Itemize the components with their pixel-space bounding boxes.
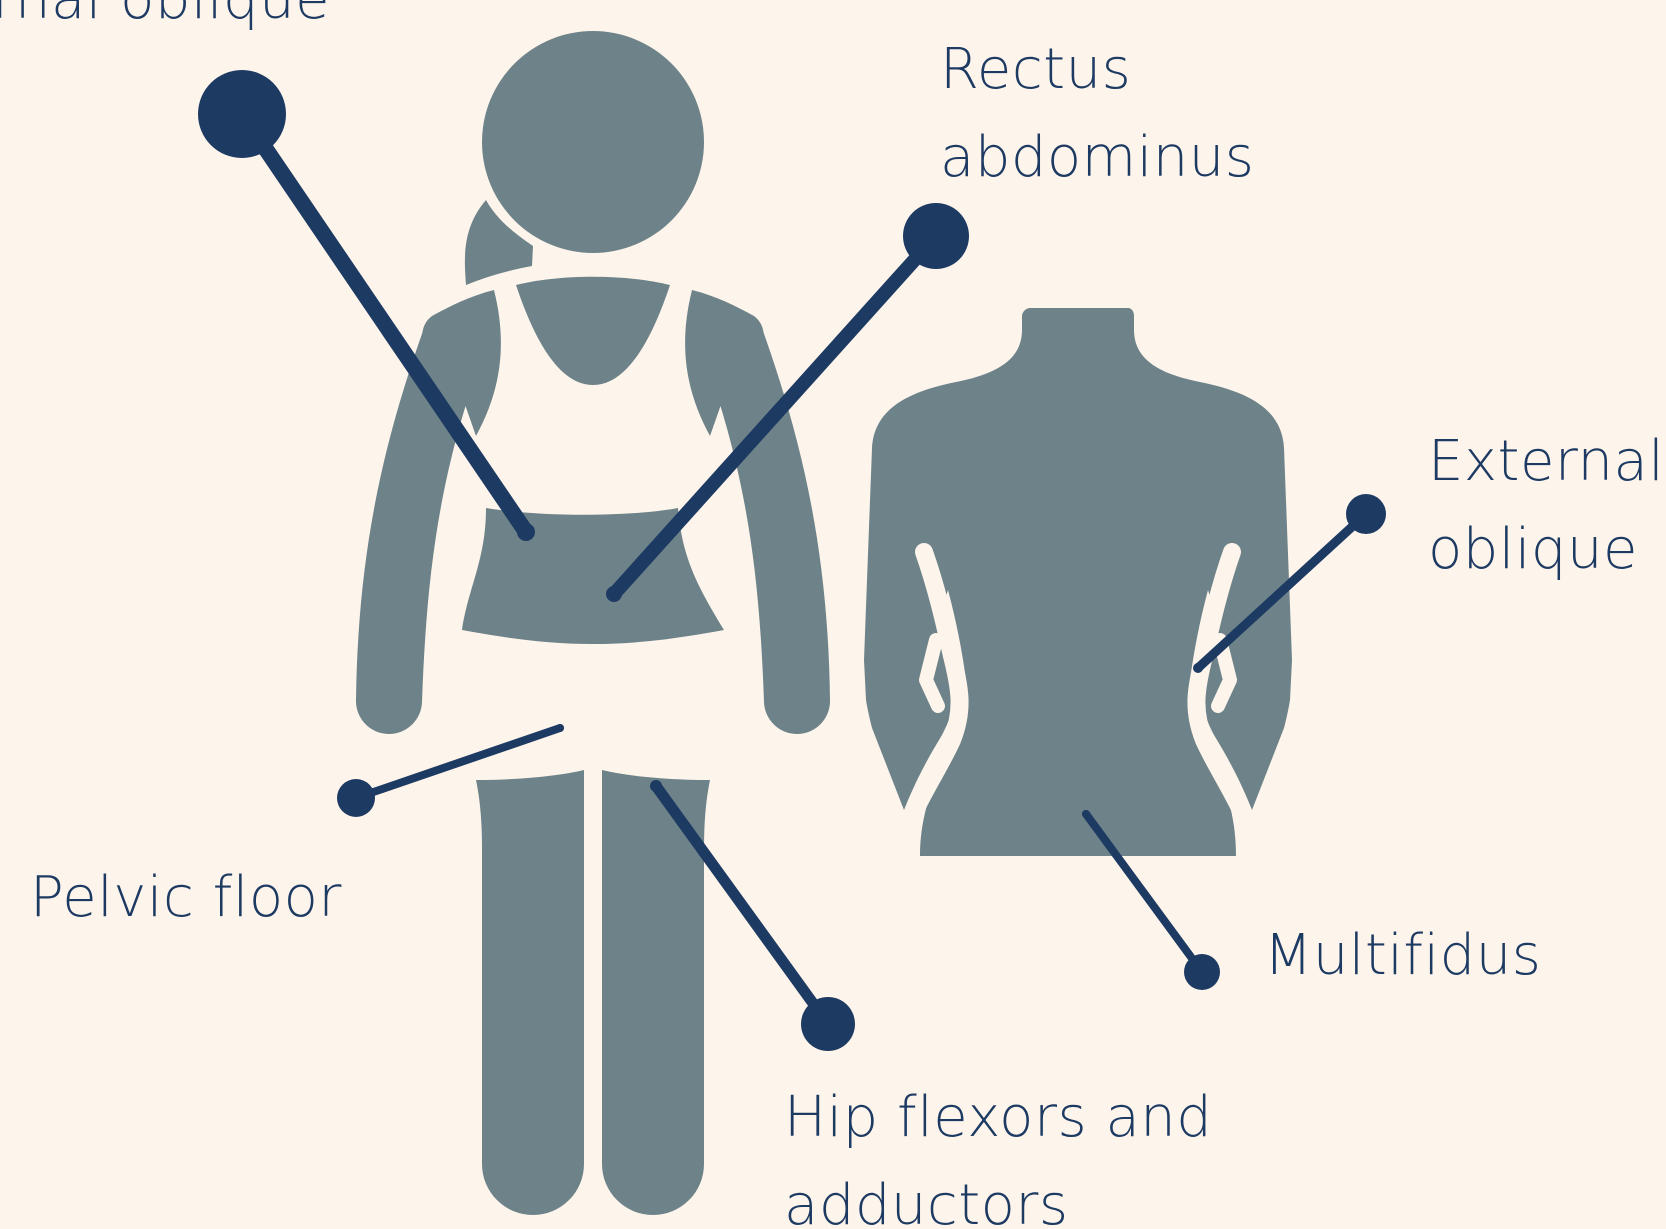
multifidus-dot <box>1184 954 1220 990</box>
pelvic-floor-dot <box>337 779 375 817</box>
external-oblique-text-line2: oblique <box>1428 506 1664 594</box>
rectus-abdominus-dot <box>903 203 969 269</box>
head-icon <box>482 31 704 253</box>
internal-oblique-label: Internal oblique <box>0 0 330 44</box>
rectus-abdominus-label: Rectus abdominus <box>940 26 1254 202</box>
hip-flexors-label: Hip flexors and adductors <box>784 1074 1212 1229</box>
multifidus-label: Multifidus <box>1264 912 1541 1000</box>
hip-band-icon <box>462 508 724 644</box>
internal-oblique-text: Internal oblique <box>0 0 330 44</box>
woman-figure-icon <box>356 31 830 1215</box>
internal-oblique-dot <box>198 70 286 158</box>
multifidus-text: Multifidus <box>1264 912 1541 1000</box>
external-oblique-label: External oblique <box>1428 418 1664 594</box>
hip-flexors-text-line2: adductors <box>784 1162 1212 1229</box>
torso-back-icon <box>864 308 1292 856</box>
pelvic-floor-label: Pelvic floor <box>30 854 342 942</box>
external-oblique-dot <box>1346 494 1386 534</box>
rectus-abdominus-text-line2: abdominus <box>940 114 1254 202</box>
hip-flexors-text-line1: Hip flexors and <box>784 1074 1212 1162</box>
chest-collar-icon <box>516 277 670 385</box>
pelvic-floor-text: Pelvic floor <box>30 854 342 942</box>
external-oblique-text-line1: External <box>1428 418 1664 506</box>
left-leg-icon <box>476 770 584 1215</box>
hip-flexors-dot <box>801 997 855 1051</box>
rectus-abdominus-text-line1: Rectus <box>940 26 1254 114</box>
